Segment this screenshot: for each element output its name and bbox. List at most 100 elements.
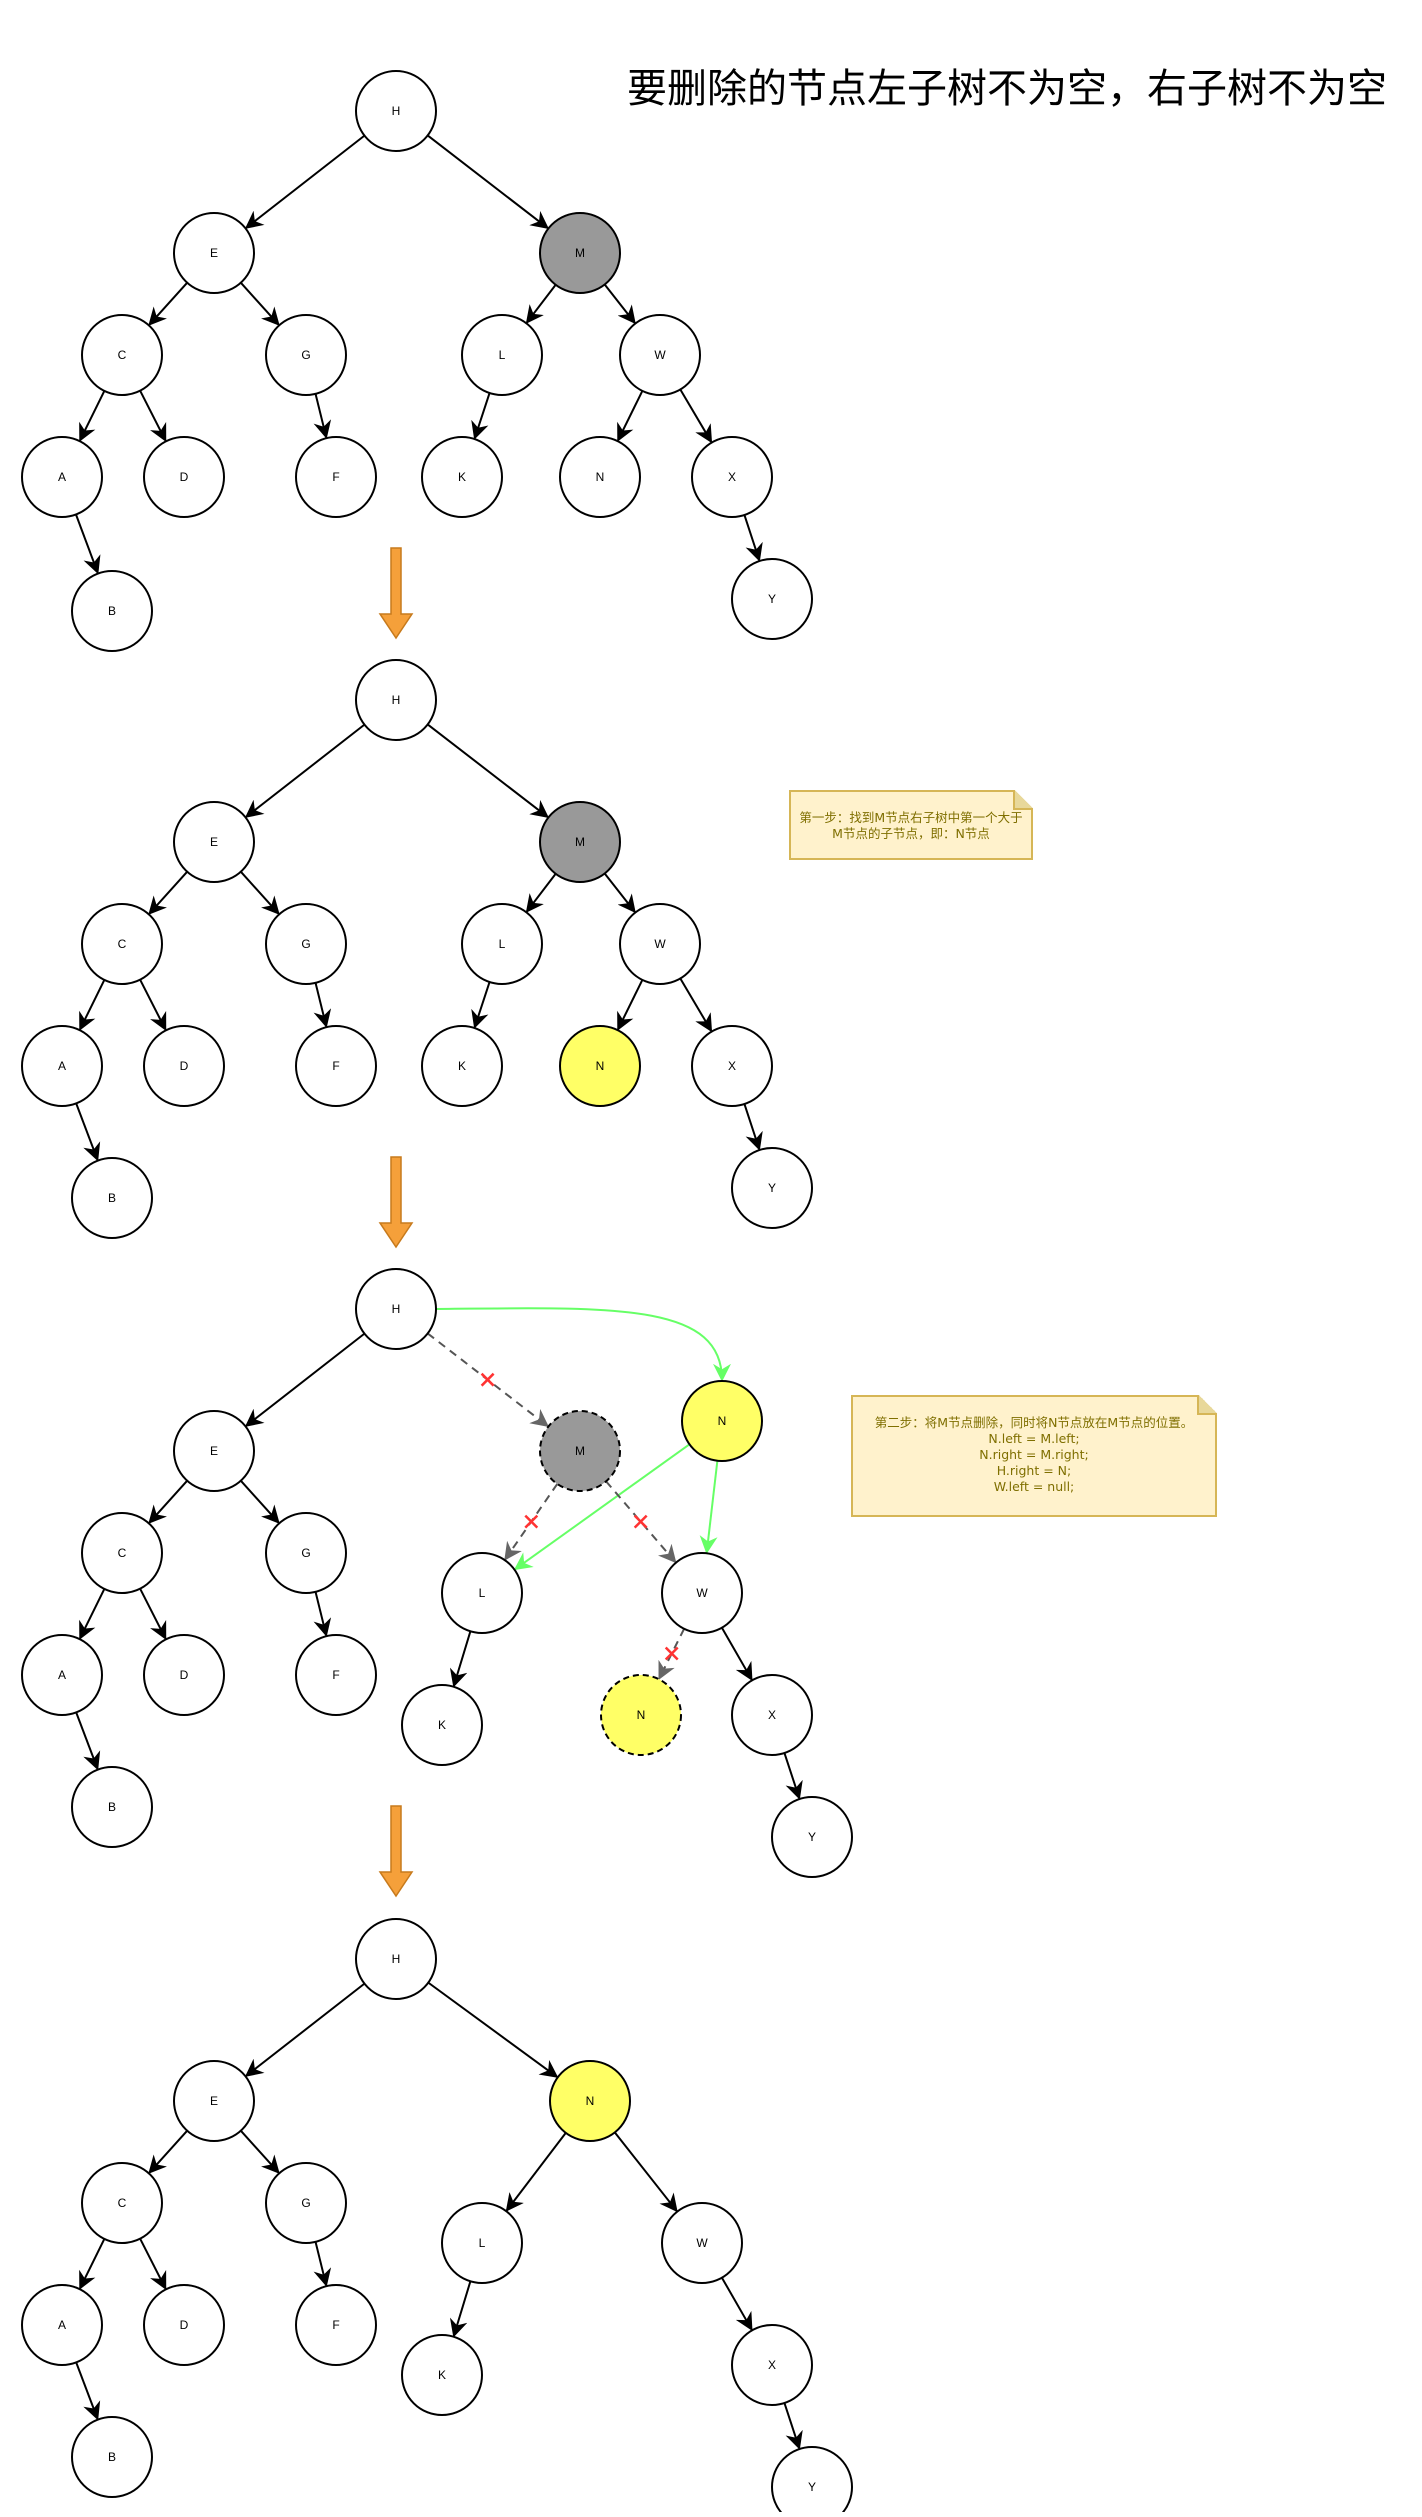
edge-c-a [79, 390, 106, 442]
edge-x-y [743, 514, 763, 562]
node-label: D [180, 470, 189, 484]
edge-h-e [244, 1982, 366, 2077]
node-label: K [438, 2368, 446, 2382]
edge-c-a [79, 2238, 106, 2290]
node-circle [619, 314, 701, 396]
step2-note-line: 第二步：将M节点删除，同时将N节点放在M节点的位置。 [874, 1415, 1194, 1430]
node-circle [355, 659, 437, 741]
node-g: G [265, 314, 347, 396]
node-y: Y [771, 2446, 853, 2517]
node-d: D [143, 1025, 225, 1107]
node-c: C [81, 314, 163, 396]
node-circle [143, 2284, 225, 2366]
node-label: D [180, 1059, 189, 1073]
node-e: E [173, 801, 255, 883]
edge-nnew-l-new [513, 1443, 691, 1571]
node-l: L [461, 314, 543, 396]
node-circle [295, 1634, 377, 1716]
edge-g-f [313, 1591, 332, 1637]
node-label: H [392, 104, 401, 118]
node-circle [661, 1552, 743, 1634]
node-m: M [539, 212, 621, 294]
node-circle [143, 1025, 225, 1107]
edge-h-nnew-new [435, 1307, 731, 1382]
node-label: F [332, 1059, 339, 1073]
step2-note-line: N.right = M.right; [979, 1447, 1089, 1462]
edge-x-y [783, 1752, 803, 1800]
edge-a-b [75, 2362, 101, 2421]
node-n: N [600, 1674, 682, 1756]
x-stroke [480, 1372, 495, 1387]
node-label: Y [808, 1830, 816, 1844]
node-f: F [295, 1634, 377, 1716]
node-label: H [392, 1302, 401, 1316]
edge-l-k [471, 981, 491, 1029]
node-b: B [71, 1766, 153, 1848]
step1-note: 第一步：找到M节点右子树中第一个大于M节点的子节点，即：N节点 [789, 790, 1033, 860]
node-n: N [559, 1025, 641, 1107]
node-a: A [21, 436, 103, 518]
edge-h-m [427, 134, 549, 230]
node-circle [71, 570, 153, 652]
node-circle [295, 2284, 377, 2366]
node-x: X [691, 436, 773, 518]
node-label: Y [808, 2480, 816, 2494]
node-g: G [265, 2162, 347, 2244]
edge-g-f [313, 393, 332, 439]
node-circle [441, 2202, 523, 2284]
node-h: H [355, 70, 437, 152]
node-label: C [118, 2196, 127, 2210]
step-down-arrow [378, 1805, 414, 1898]
edge-h-e [244, 134, 366, 229]
node-label: A [58, 1668, 66, 1682]
edge-n-l [505, 2132, 567, 2212]
edge-a-b [75, 514, 101, 575]
node-label: W [654, 348, 666, 362]
node-h: H [355, 1918, 437, 2000]
node-k: K [401, 2334, 483, 2416]
node-n: N [549, 2060, 631, 2142]
node-l: L [441, 1552, 523, 1634]
node-label: N [596, 1059, 605, 1073]
node-label: M [575, 835, 585, 849]
edge-g-f [313, 2241, 332, 2287]
node-circle [265, 314, 347, 396]
node-c: C [81, 2162, 163, 2244]
node-circle [21, 1634, 103, 1716]
node-n: N [681, 1380, 763, 1462]
step1-note-text: 第一步：找到M节点右子树中第一个大于M节点的子节点，即：N节点 [799, 810, 1023, 841]
node-h: H [355, 1268, 437, 1350]
page-title: 要删除的节点左子树不为空，右子树不为空 [627, 66, 1387, 112]
note-fold [1013, 790, 1033, 810]
node-b: B [71, 1157, 153, 1239]
node-circle [731, 1674, 813, 1756]
node-label: C [118, 937, 127, 951]
node-circle [461, 903, 543, 985]
edge-h-e [244, 723, 366, 818]
node-circle [731, 558, 813, 640]
edge-w-n [617, 979, 644, 1031]
node-e: E [173, 1410, 255, 1492]
node-circle [691, 436, 773, 518]
node-label: X [768, 2358, 776, 2372]
edge-c-d [139, 390, 167, 443]
node-label: G [301, 2196, 310, 2210]
edge-e-c [148, 282, 188, 326]
edge-c-d [139, 2238, 167, 2291]
node-label: Y [768, 1181, 776, 1195]
edge-nnew-w-new [699, 1460, 719, 1555]
note-fold [1197, 1395, 1217, 1415]
edge-w-x [679, 977, 713, 1033]
node-d: D [143, 1634, 225, 1716]
node-d: D [143, 2284, 225, 2366]
node-f: F [295, 2284, 377, 2366]
node-label: K [458, 1059, 466, 1073]
edge-h-m [427, 723, 549, 819]
node-w: W [619, 903, 701, 985]
node-label: G [301, 937, 310, 951]
node-label: B [108, 1191, 116, 1205]
node-label: G [301, 348, 310, 362]
